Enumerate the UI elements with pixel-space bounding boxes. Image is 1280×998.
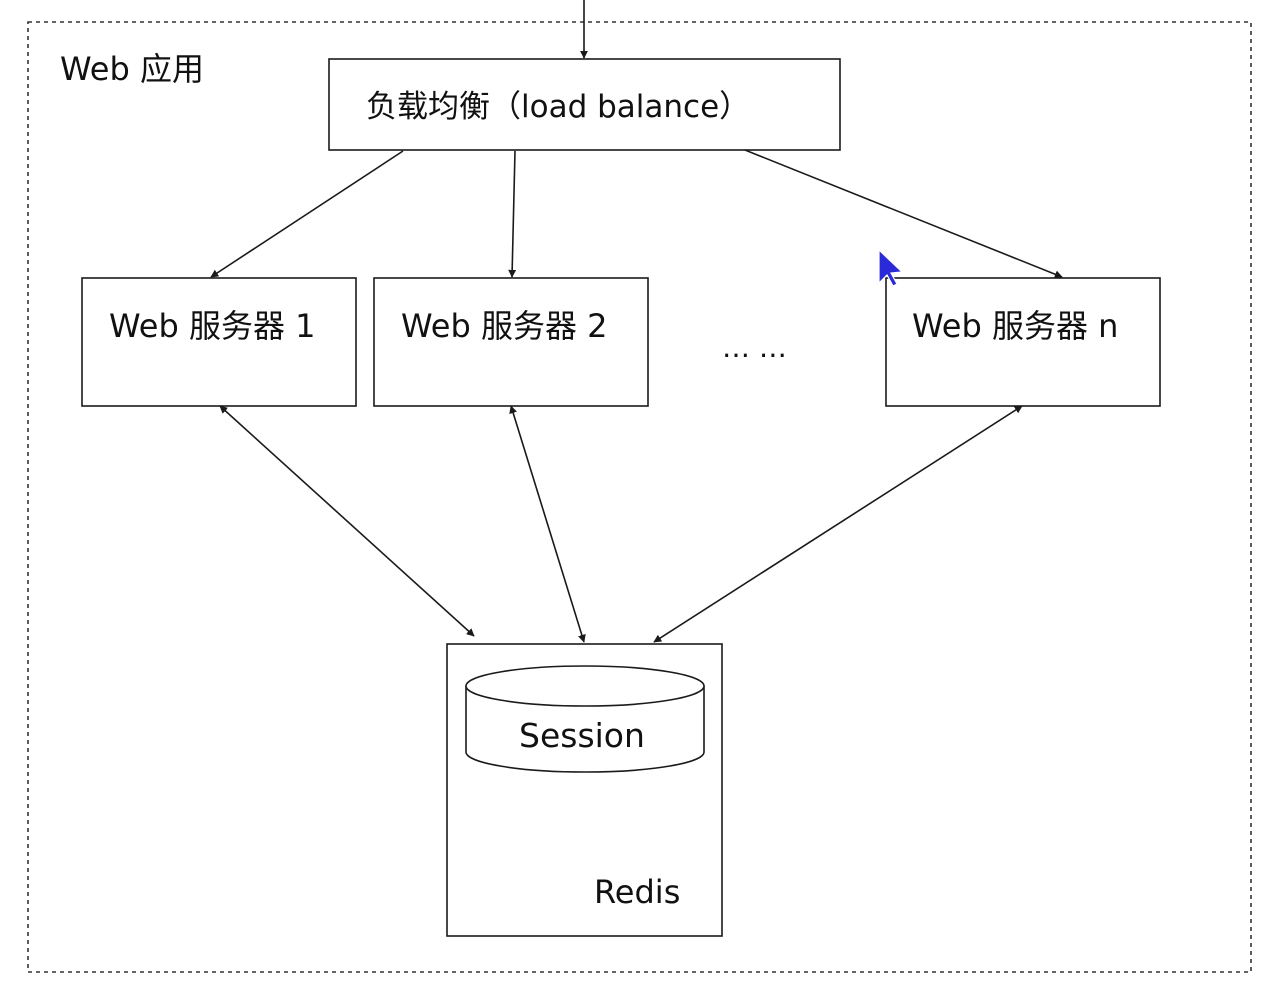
web-server-1-box (81, 277, 357, 407)
server-1-redis-arrow (219, 405, 475, 637)
web-app-label: Web 应用 (60, 50, 204, 88)
web-server-2-label: Web 服务器 2 (401, 307, 607, 345)
lb-to-server-n-arrow (744, 149, 1063, 279)
session-database-icon (465, 665, 705, 773)
load-balancer-label: 负载均衡（load balance） (366, 89, 750, 125)
web-server-n-label: Web 服务器 n (912, 307, 1118, 345)
web-server-1-label: Web 服务器 1 (109, 307, 315, 345)
server-2-redis-arrow (509, 405, 586, 643)
web-server-n-box (885, 277, 1161, 407)
lb-to-server-2-arrow (508, 150, 517, 278)
web-app-container (27, 21, 1252, 973)
mouse-cursor-icon (878, 248, 904, 287)
server-n-redis-arrow (653, 405, 1023, 643)
load-balancer-box (328, 58, 841, 151)
lb-to-server-1-arrow (210, 150, 404, 278)
session-label: Session (519, 716, 645, 755)
web-server-2-box (373, 277, 649, 407)
redis-label: Redis (594, 873, 680, 911)
more-servers-ellipsis: … … (722, 331, 787, 364)
